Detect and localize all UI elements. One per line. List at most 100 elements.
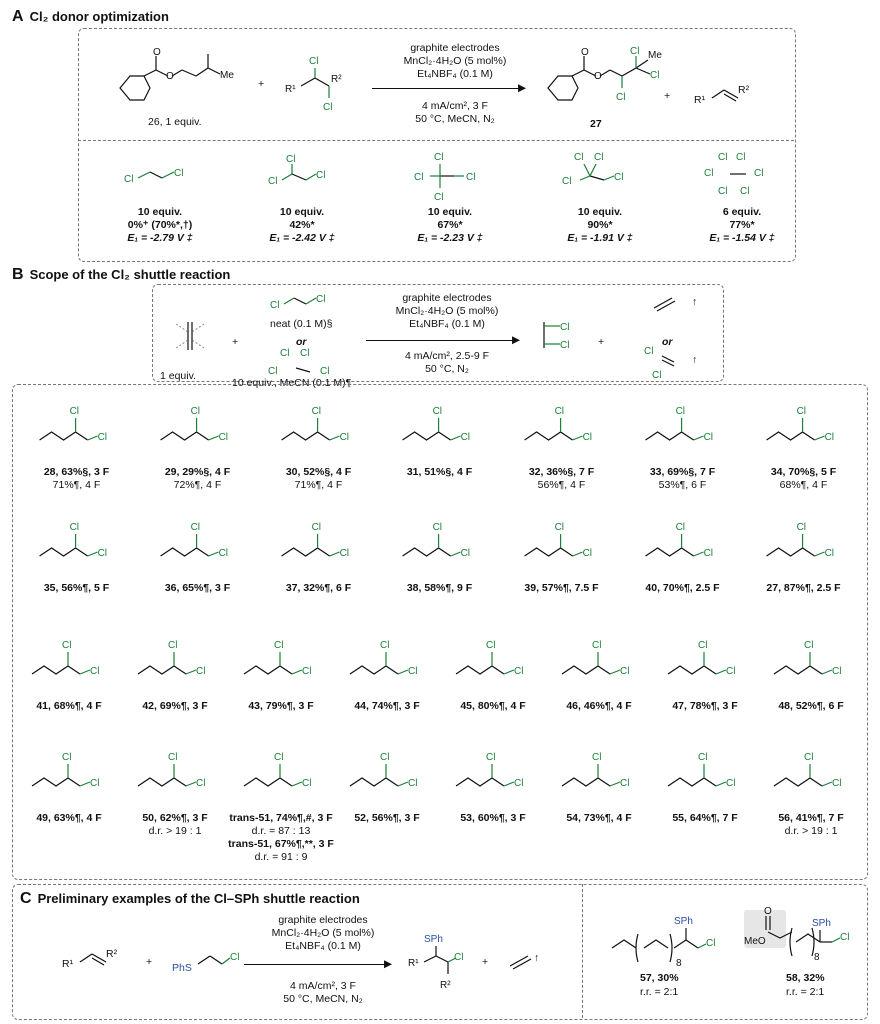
svg-text:Cl: Cl bbox=[70, 522, 79, 533]
donor-1-equiv: 10 equiv. bbox=[279, 206, 325, 218]
donor-3-yield: 90%* bbox=[587, 219, 613, 231]
svg-text:Cl: Cl bbox=[652, 370, 661, 381]
molecule-27: O O Cl Cl Cl Me bbox=[547, 46, 662, 103]
scope-52-l1: 52, 56%¶, 3 F bbox=[354, 812, 420, 824]
svg-text:Cl: Cl bbox=[280, 348, 289, 359]
svg-text:SPh: SPh bbox=[674, 916, 693, 927]
scope-34-l1: 34, 70%§, 5 F bbox=[770, 466, 837, 478]
scope-30-l2: 71%¶, 4 F bbox=[294, 479, 343, 491]
scope-54-l1: 54, 73%¶, 4 F bbox=[566, 812, 632, 824]
scope-46-l1: 46, 46%¶, 4 F bbox=[566, 700, 632, 712]
arrow-head-b: ▶ bbox=[512, 334, 521, 346]
ethylene-c bbox=[509, 955, 532, 970]
panel-c-box bbox=[12, 884, 868, 1020]
svg-text:R²: R² bbox=[331, 74, 342, 85]
product-58-label: 58, 32% bbox=[786, 972, 825, 984]
svg-text:Cl: Cl bbox=[380, 752, 389, 763]
svg-text:Cl: Cl bbox=[268, 366, 277, 377]
svg-text:SPh: SPh bbox=[424, 934, 443, 945]
panel-b-cond-3: Et₄NBF₄ (0.1 M) bbox=[409, 318, 485, 330]
svg-text:Cl: Cl bbox=[461, 432, 470, 443]
phs-donor: Cl bbox=[197, 952, 239, 965]
svg-text:Cl: Cl bbox=[323, 102, 332, 113]
scope-42-l1: 42, 69%¶, 3 F bbox=[142, 700, 208, 712]
svg-text:Cl: Cl bbox=[726, 778, 735, 789]
donor-dce: Cl Cl bbox=[124, 168, 183, 185]
scope-51-l3: trans-51, 67%¶,**, 3 F bbox=[228, 838, 334, 850]
donor1-label: neat (0.1 M)§ bbox=[270, 318, 333, 330]
generic-alkene bbox=[175, 322, 205, 350]
svg-text:Cl: Cl bbox=[676, 522, 685, 533]
scope-36-l1: 36, 65%¶, 3 F bbox=[164, 582, 231, 594]
donor-0-e1: E₁ = -2.79 V ‡ bbox=[127, 232, 193, 244]
svg-text:Cl: Cl bbox=[309, 56, 318, 67]
panel-a-cond-1: graphite electrodes bbox=[410, 42, 500, 54]
svg-text:O: O bbox=[153, 47, 161, 58]
svg-text:Cl: Cl bbox=[583, 548, 592, 559]
svg-text:Cl: Cl bbox=[380, 640, 389, 651]
scope-28-l1: 28, 63%§, 3 F bbox=[43, 466, 110, 478]
svg-text:Cl: Cl bbox=[98, 432, 107, 443]
svg-text:Cl: Cl bbox=[414, 172, 423, 183]
or-label-1: or bbox=[296, 336, 307, 348]
dce-donor-b: Cl Cl bbox=[270, 294, 325, 311]
svg-text:Cl: Cl bbox=[698, 640, 707, 651]
panel-c-divider bbox=[582, 884, 583, 1018]
svg-text:Cl: Cl bbox=[312, 522, 321, 533]
scope-51-l2: d.r. = 87 : 13 bbox=[251, 825, 311, 837]
svg-text:Cl: Cl bbox=[620, 666, 629, 677]
plus-sign-c: + bbox=[146, 956, 153, 968]
panel-b-title-text: Scope of the Cl₂ shuttle reaction bbox=[29, 267, 231, 282]
panel-a-cond-3: Et₄NBF₄ (0.1 M) bbox=[417, 68, 493, 80]
svg-text:Cl: Cl bbox=[408, 666, 417, 677]
molecule-26: O O Me bbox=[119, 47, 234, 101]
donor-pentachloroethane: Cl Cl Cl Cl bbox=[562, 152, 623, 187]
panel-a-divider bbox=[78, 140, 794, 141]
svg-text:Cl: Cl bbox=[62, 640, 71, 651]
scope-56-l1: 56, 41%¶, 7 F bbox=[778, 812, 844, 824]
svg-text:Cl: Cl bbox=[219, 548, 228, 559]
scope-29-l1: 29, 29%§, 4 F bbox=[164, 466, 231, 478]
svg-text:Cl: Cl bbox=[98, 548, 107, 559]
svg-text:Cl: Cl bbox=[718, 152, 727, 163]
svg-text:Cl: Cl bbox=[706, 938, 715, 949]
svg-text:Cl: Cl bbox=[614, 172, 623, 183]
donor-3-equiv: 10 equiv. bbox=[577, 206, 623, 218]
donor-tetrachloroethane: Cl Cl Cl Cl bbox=[414, 152, 475, 203]
panel-a-cond-2: MnCl₂·4H₂O (5 mol%) bbox=[403, 55, 507, 67]
svg-text:Cl: Cl bbox=[433, 522, 442, 533]
svg-text:Cl: Cl bbox=[286, 154, 295, 165]
svg-text:Cl: Cl bbox=[274, 640, 283, 651]
panel-c-cond-4: 4 mA/cm², 3 F bbox=[290, 980, 356, 992]
product-c: SPh Cl R¹ R² bbox=[408, 934, 463, 991]
r1-label: R¹ bbox=[694, 94, 706, 106]
svg-text:Cl: Cl bbox=[434, 192, 443, 203]
svg-text:Cl: Cl bbox=[70, 406, 79, 417]
svg-text:Cl: Cl bbox=[797, 522, 806, 533]
or-label-2: or bbox=[662, 336, 673, 348]
svg-text:Me: Me bbox=[220, 70, 234, 81]
svg-text:Cl: Cl bbox=[555, 522, 564, 533]
svg-text:Cl: Cl bbox=[191, 406, 200, 417]
alkene-c bbox=[79, 953, 107, 966]
scope-33-l2: 53%¶, 6 F bbox=[658, 479, 707, 491]
panel-b-cond-2: MnCl₂·4H₂O (5 mol%) bbox=[395, 305, 499, 317]
svg-text:Cl: Cl bbox=[560, 322, 569, 333]
svg-text:Cl: Cl bbox=[270, 300, 279, 311]
scope-50-l2: d.r. > 19 : 1 bbox=[148, 825, 202, 837]
svg-text:Cl: Cl bbox=[676, 406, 685, 417]
panel-a-letter: A bbox=[12, 8, 24, 25]
svg-text:8: 8 bbox=[814, 952, 820, 963]
svg-text:Cl: Cl bbox=[486, 640, 495, 651]
svg-text:SPh: SPh bbox=[812, 918, 831, 929]
